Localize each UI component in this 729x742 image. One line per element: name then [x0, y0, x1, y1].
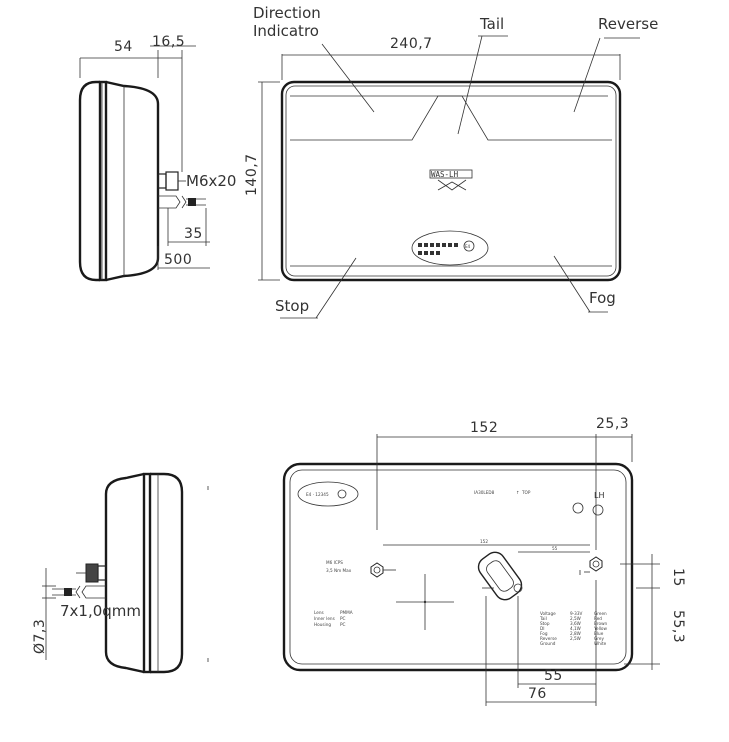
svg-text:↑: ↑ — [516, 490, 520, 495]
svg-text:E4: E4 — [465, 244, 471, 249]
svg-text:Yellow: Yellow — [593, 626, 607, 631]
svg-text:Fog: Fog — [540, 631, 548, 636]
label-fog: Fog — [589, 289, 616, 307]
rear-view: E4 · 12345 IA30LED8 ↑ TOP LH 152 — [282, 434, 660, 706]
label-thread: M6x20 — [186, 172, 236, 190]
dim-hole-height: 15 — [670, 568, 686, 587]
svg-text:9-33V: 9-33V — [570, 611, 583, 616]
dim-cable-short: 35 — [184, 226, 203, 242]
connector — [477, 551, 523, 601]
front-view: WAS-LH E4 — [258, 35, 640, 319]
svg-text:Ground: Ground — [540, 641, 556, 646]
dim-plug-height: 55,3 — [670, 610, 686, 643]
svg-text:Red: Red — [594, 616, 602, 621]
svg-text:55: 55 — [552, 546, 558, 551]
svg-text:Grey: Grey — [594, 636, 604, 641]
dim-bolt-offset: 16,5 — [152, 34, 185, 50]
svg-text:2,8W: 2,8W — [570, 631, 581, 636]
svg-text:WAS-LH: WAS-LH — [431, 170, 459, 179]
dim-diameter: Ø7,3 — [32, 619, 48, 654]
svg-text:Voltage: Voltage — [540, 611, 556, 616]
brand-logo: WAS-LH — [429, 169, 473, 191]
dim-edge-offset: 25,3 — [596, 416, 629, 432]
label-direction: Direction — [253, 4, 321, 22]
svg-text:Green: Green — [594, 611, 607, 616]
svg-text:Blue: Blue — [594, 631, 604, 636]
svg-text:M6 ICPS: M6 ICPS — [326, 560, 343, 565]
svg-text:Stop: Stop — [540, 621, 550, 626]
spec-table: Voltage Tail Stop DI Fog Reverse Ground … — [539, 611, 607, 646]
spec-lens-val: PMMA — [340, 610, 353, 615]
label-indicator: Indicatro — [253, 22, 319, 40]
spec-inner-lens-val: PC — [340, 616, 346, 621]
svg-text:3,6W: 3,6W — [570, 621, 581, 626]
svg-text:2,5W: 2,5W — [570, 636, 581, 641]
svg-text:Reverse: Reverse — [540, 636, 557, 641]
side-view-bottom — [42, 472, 209, 674]
svg-text:4,1W: 4,1W — [570, 626, 581, 631]
svg-text:3,5 Nm Max: 3,5 Nm Max — [326, 568, 352, 573]
label-cable: 7x1,0qmm — [60, 602, 141, 620]
dim-width: 240,7 — [390, 36, 433, 52]
svg-text:Brown: Brown — [594, 621, 607, 626]
right-stud — [589, 556, 603, 572]
top-mark: TOP — [521, 490, 531, 495]
svg-text:2,5W: 2,5W — [570, 616, 581, 621]
spec-housing-val: PC — [340, 622, 346, 627]
svg-text:DI: DI — [540, 626, 544, 631]
dim-plug-55: 55 — [544, 668, 563, 684]
spec-inner-lens: Inner lens — [314, 616, 335, 621]
label-side: LH — [594, 491, 604, 500]
svg-text:152: 152 — [480, 539, 488, 544]
dim-hole-spacing: 152 — [470, 420, 498, 436]
label-stop: Stop — [275, 297, 309, 315]
svg-text:White: White — [594, 641, 607, 646]
label-reverse: Reverse — [598, 15, 658, 33]
svg-text:E4 · 12345: E4 · 12345 — [306, 492, 329, 497]
spec-housing: Housing — [314, 622, 331, 627]
lens-code: IA30LED8 — [474, 490, 495, 495]
dim-height: 140,7 — [244, 153, 260, 196]
dim-plug-76: 76 — [528, 686, 547, 702]
dim-side-depth: 54 — [114, 39, 133, 55]
dim-cable-long: 500 — [164, 252, 192, 268]
svg-text:Tail: Tail — [539, 616, 547, 621]
left-stud — [370, 562, 384, 578]
spec-lens: Lens — [314, 610, 324, 615]
label-tail: Tail — [479, 15, 504, 33]
side-view-top — [78, 45, 210, 282]
